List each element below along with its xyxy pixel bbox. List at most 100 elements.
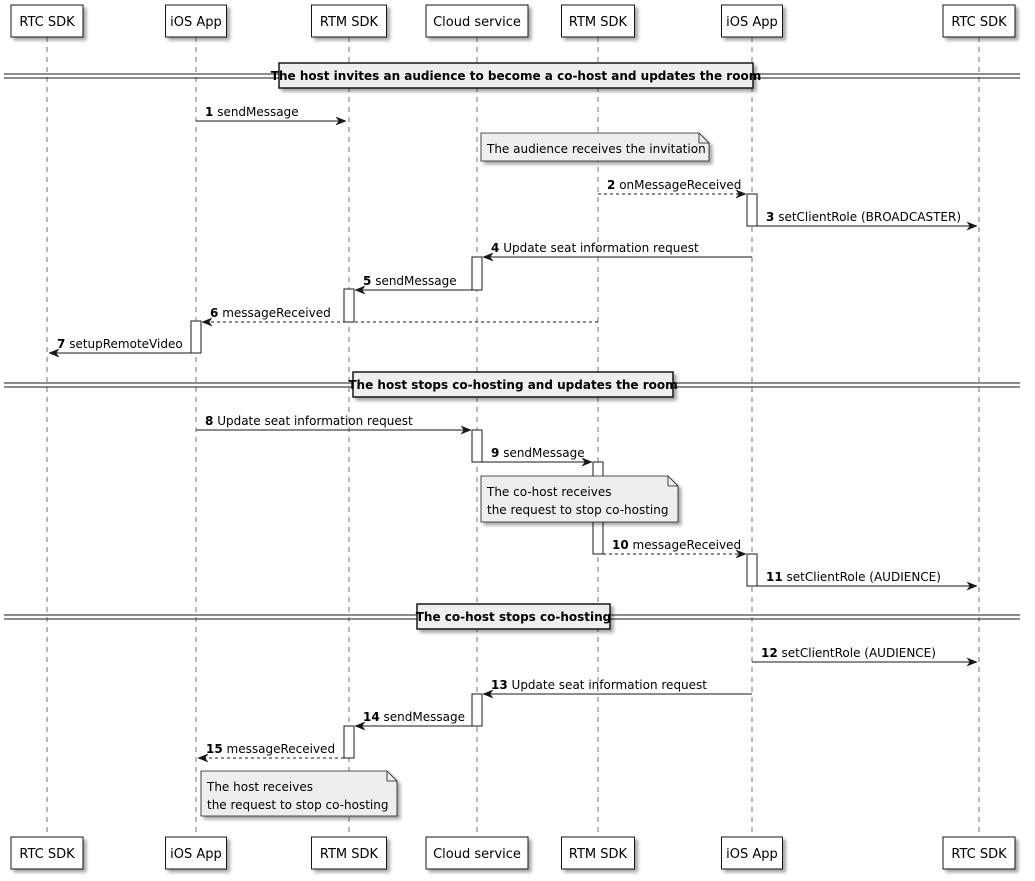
participant-label-top: iOS App: [726, 15, 778, 30]
note-fold: [667, 476, 678, 487]
arrow-head-icon: [581, 457, 593, 467]
arrow-head-icon: [735, 549, 747, 559]
note-fold: [698, 133, 709, 144]
arrow-head-icon: [201, 317, 213, 327]
arrow-head-icon: [735, 189, 747, 199]
section-divider-label-box: [416, 603, 611, 630]
participant-label-top: iOS App: [170, 15, 222, 30]
participant-box-bottom: [425, 836, 529, 870]
message-label: 13 Update seat information request: [491, 678, 707, 692]
participant-box-top: [311, 4, 387, 38]
participant-label-bottom: Cloud service: [433, 847, 521, 862]
participant-box-bottom: [10, 836, 84, 870]
section-divider-label: The host invites an audience to become a…: [271, 69, 761, 83]
participant-label-bottom: RTM SDK: [320, 847, 379, 862]
activation-bar: [343, 288, 355, 323]
message-text: setClientRole (AUDIENCE): [782, 646, 936, 660]
message-text: messageReceived: [227, 742, 336, 756]
message-number: 11: [766, 570, 783, 584]
message-text: Update seat information request: [503, 241, 699, 255]
message-number: 10: [612, 538, 629, 552]
participant-box-bottom: [311, 836, 387, 870]
arrow-head-icon: [335, 116, 347, 126]
message-number: 3: [766, 210, 774, 224]
message-label: 7 setupRemoteVideo: [57, 337, 183, 351]
participant-box-bottom: [561, 836, 635, 870]
message-label: 10 messageReceived: [612, 538, 741, 552]
participant-box-bottom: [942, 836, 1016, 870]
note-box: [200, 770, 398, 817]
message-number: 13: [491, 678, 508, 692]
message-number: 5: [363, 274, 371, 288]
section-divider-label: The co-host stops co-hosting: [416, 610, 612, 624]
message-number: 1: [205, 105, 213, 119]
message-number: 7: [57, 337, 65, 351]
section-divider-label-box: [278, 62, 754, 89]
message-number: 14: [363, 710, 380, 724]
arrow-head-icon: [482, 689, 494, 699]
arrow-head-icon: [482, 252, 494, 262]
message-number: 2: [607, 178, 615, 192]
participant-label-top: RTC SDK: [19, 15, 75, 30]
message-label: 1 sendMessage: [205, 105, 299, 119]
message-label: 15 messageReceived: [206, 742, 335, 756]
message-label: 12 setClientRole (AUDIENCE): [761, 646, 936, 660]
message-text: setupRemoteVideo: [69, 337, 182, 351]
note-fold: [386, 771, 397, 782]
arrow-head-icon: [966, 221, 978, 231]
message-label: 14 sendMessage: [363, 710, 465, 724]
arrow-head-icon: [354, 285, 366, 295]
message-number: 15: [206, 742, 223, 756]
message-text: messageReceived: [633, 538, 742, 552]
message-text: sendMessage: [384, 710, 465, 724]
message-number: 4: [491, 241, 499, 255]
participant-box-top: [561, 4, 635, 38]
arrow-head-icon: [966, 657, 978, 667]
participant-label-top: RTM SDK: [320, 15, 379, 30]
message-label: 3 setClientRole (BROADCASTER): [766, 210, 961, 224]
arrow-head-icon: [48, 348, 60, 358]
participant-box-top: [10, 4, 84, 38]
participant-label-top: RTM SDK: [569, 15, 628, 30]
activation-bar: [343, 725, 355, 759]
activation-bar: [471, 256, 483, 291]
arrow-head-icon: [966, 581, 978, 591]
message-text: sendMessage: [217, 105, 298, 119]
message-label: 4 Update seat information request: [491, 241, 699, 255]
participant-box-top: [721, 4, 783, 38]
participant-box-top: [425, 4, 529, 38]
message-text: sendMessage: [375, 274, 456, 288]
message-label: 8 Update seat information request: [205, 414, 413, 428]
participant-label-top: Cloud service: [433, 15, 521, 30]
message-text: Update seat information request: [217, 414, 413, 428]
participant-box-bottom: [721, 836, 783, 870]
participant-label-top: RTC SDK: [951, 15, 1007, 30]
participant-label-bottom: iOS App: [170, 847, 222, 862]
participant-box-top: [942, 4, 1016, 38]
participant-label-bottom: iOS App: [726, 847, 778, 862]
message-text: setClientRole (AUDIENCE): [787, 570, 941, 584]
note-box: [480, 475, 679, 523]
participant-label-bottom: RTC SDK: [19, 847, 75, 862]
note-box: [480, 132, 710, 162]
note-text: The co-host receives: [486, 485, 611, 499]
message-label: 6 messageReceived: [210, 306, 331, 320]
message-text: sendMessage: [503, 446, 584, 460]
message-text: Update seat information request: [512, 678, 708, 692]
participant-label-bottom: RTM SDK: [569, 847, 628, 862]
participant-label-bottom: RTC SDK: [951, 847, 1007, 862]
message-text: setClientRole (BROADCASTER): [778, 210, 961, 224]
message-text: onMessageReceived: [619, 178, 741, 192]
note-text: The audience receives the invitation: [486, 142, 706, 156]
activation-bar: [746, 193, 758, 227]
note-text: The host receives: [206, 780, 313, 794]
message-label: 2 onMessageReceived: [607, 178, 741, 192]
note-text: the request to stop co-hosting: [207, 798, 388, 812]
message-text: messageReceived: [222, 306, 331, 320]
section-divider-label: The host stops co-hosting and updates th…: [348, 378, 677, 392]
note-text: the request to stop co-hosting: [487, 503, 668, 517]
message-number: 6: [210, 306, 218, 320]
arrow-head-icon: [354, 721, 366, 731]
